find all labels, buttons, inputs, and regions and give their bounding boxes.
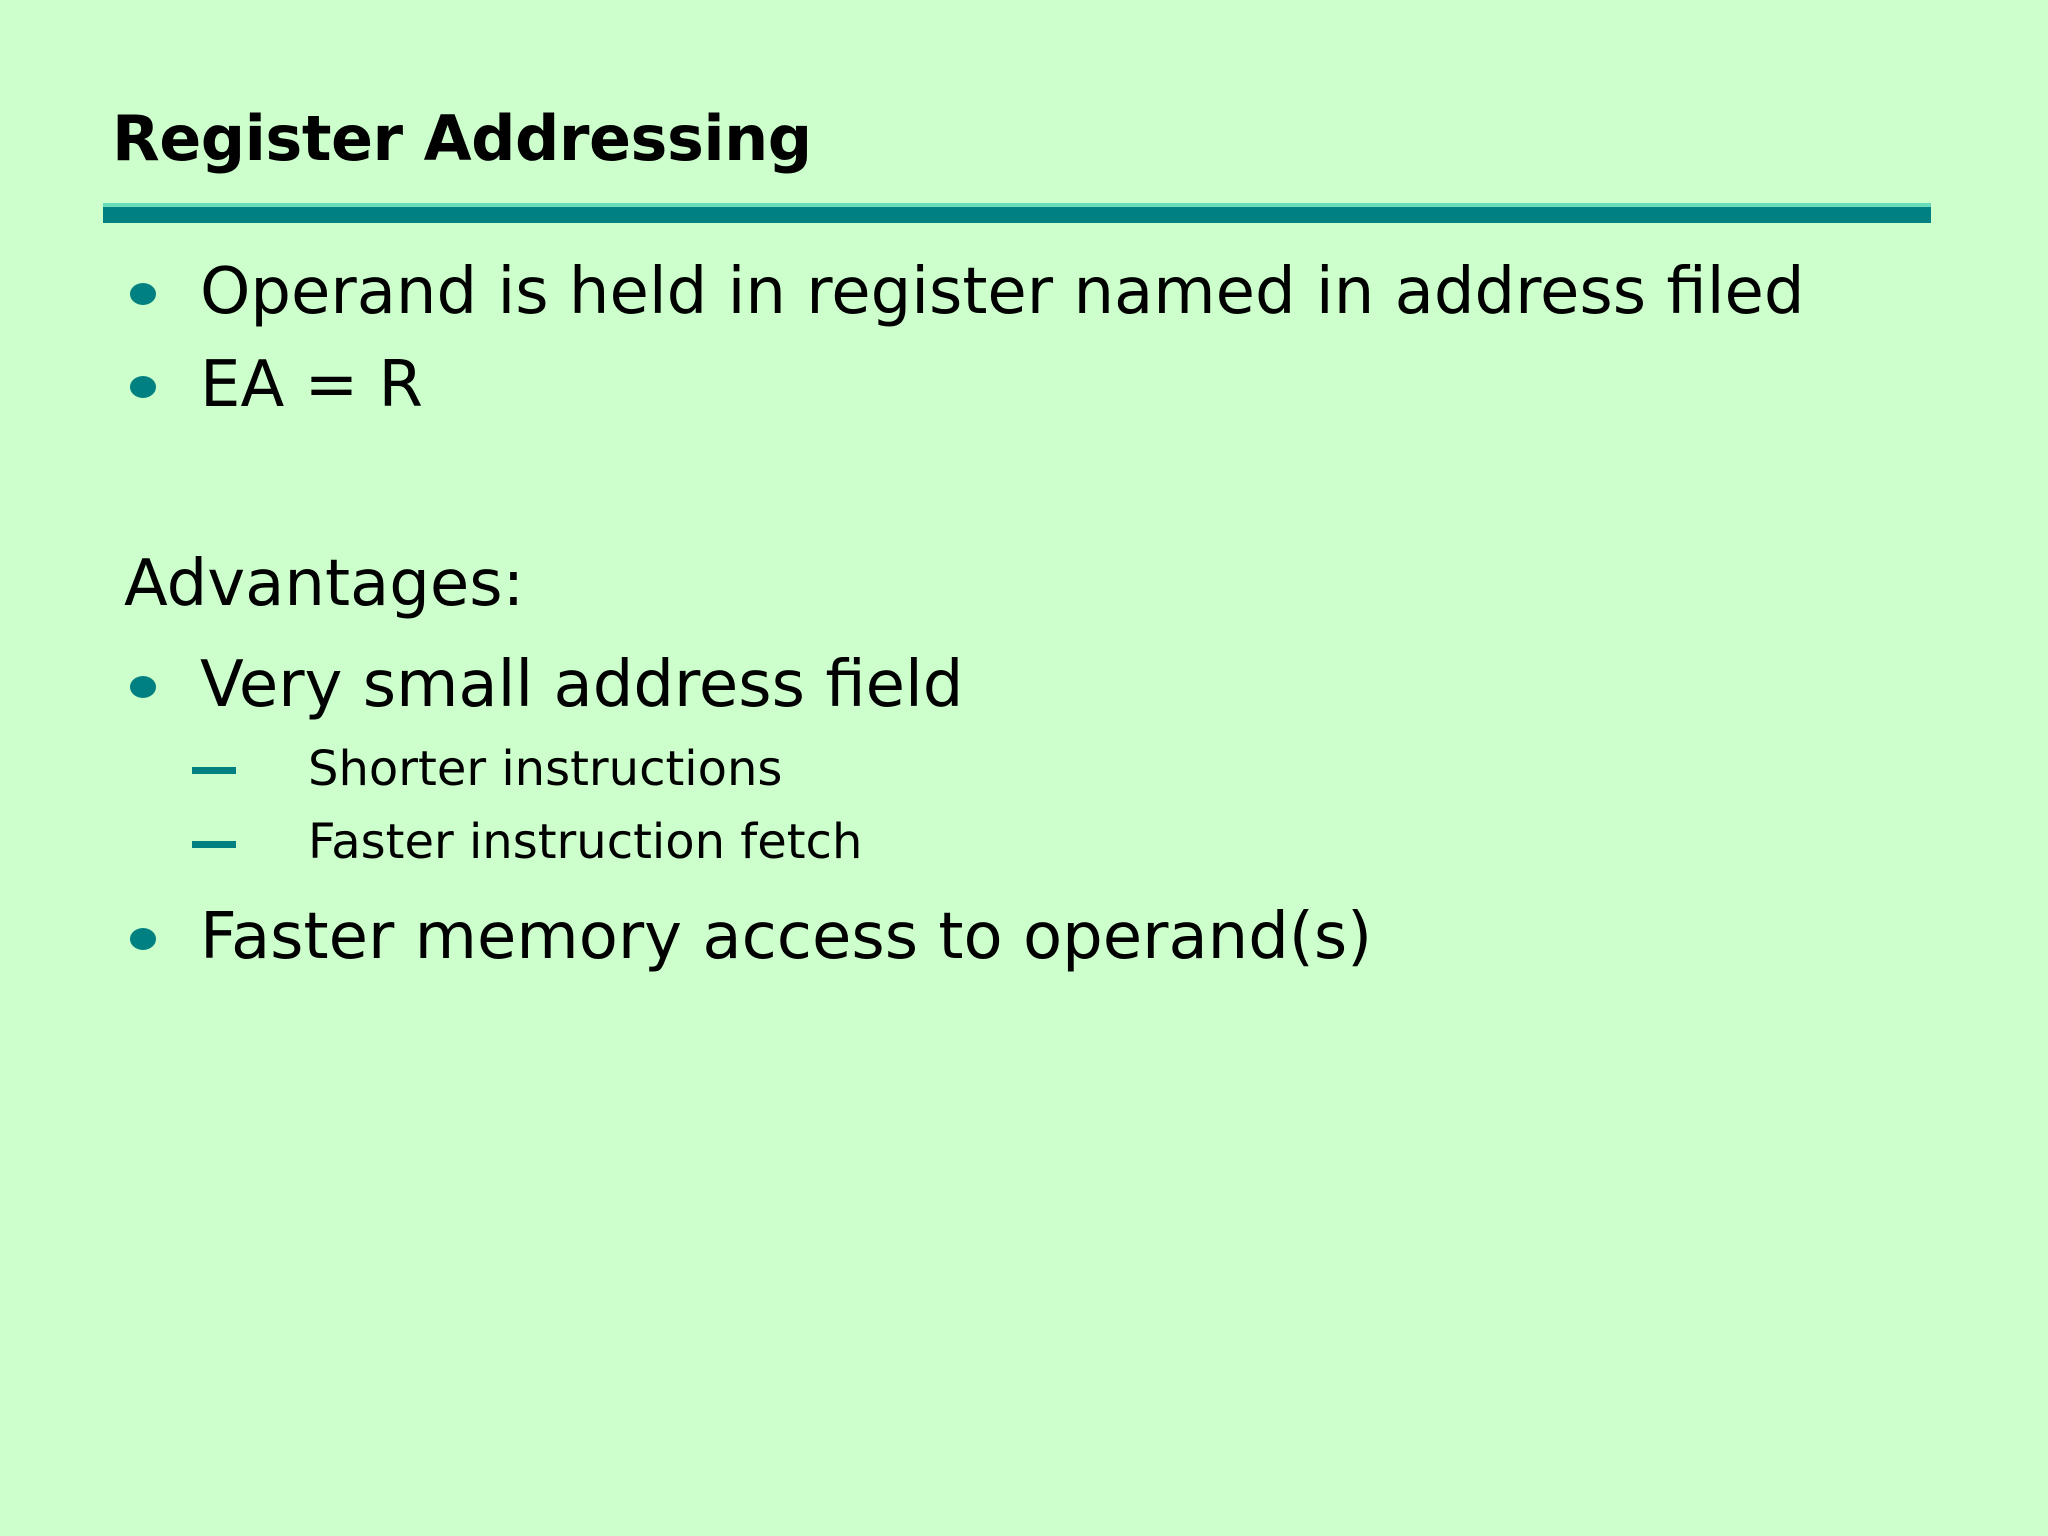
bullet-item-very-small-address-field: Very small address field <box>112 648 1820 723</box>
sub-bullet-item-label: Shorter instructions <box>308 740 783 797</box>
bullet-item-label: Very small address field <box>200 647 964 722</box>
bullet-item-operand: Operand is held in register named in add… <box>112 255 1820 330</box>
heading-advantages-label: Advantages: <box>124 546 525 621</box>
slide-body: Operand is held in register named in add… <box>112 255 1962 981</box>
dash-marker-icon <box>192 840 236 848</box>
page-title: Register Addressing <box>112 102 812 175</box>
spacer-blank-line <box>112 429 1962 547</box>
bullet-dot-icon <box>130 376 156 399</box>
spacer <box>112 729 1962 741</box>
sub-bullet-item-label: Faster instruction fetch <box>308 814 863 871</box>
bullet-item-label: Faster memory access to operand(s) <box>200 899 1373 974</box>
sub-bullet-item-shorter-instructions: Shorter instructions <box>112 741 1962 799</box>
title-divider-rule <box>103 203 1931 223</box>
bullet-dot-icon <box>130 927 156 950</box>
spacer <box>112 626 1962 648</box>
spacer <box>112 888 1962 900</box>
dash-marker-icon <box>192 767 236 775</box>
bullet-item-label: EA = R <box>200 347 423 422</box>
heading-advantages: Advantages: <box>112 547 1962 622</box>
bullet-item-faster-memory-access: Faster memory access to operand(s) <box>112 900 1820 975</box>
title-block: Register Addressing <box>112 108 1942 170</box>
bullet-item-label: Operand is held in register named in add… <box>200 255 1805 329</box>
bullet-item-ea-equals-r: EA = R <box>112 348 1820 423</box>
bullet-dot-icon <box>130 675 156 698</box>
bullet-dot-icon <box>130 283 156 306</box>
spacer <box>112 336 1962 348</box>
sub-bullet-item-faster-instruction-fetch: Faster instruction fetch <box>112 814 1962 872</box>
